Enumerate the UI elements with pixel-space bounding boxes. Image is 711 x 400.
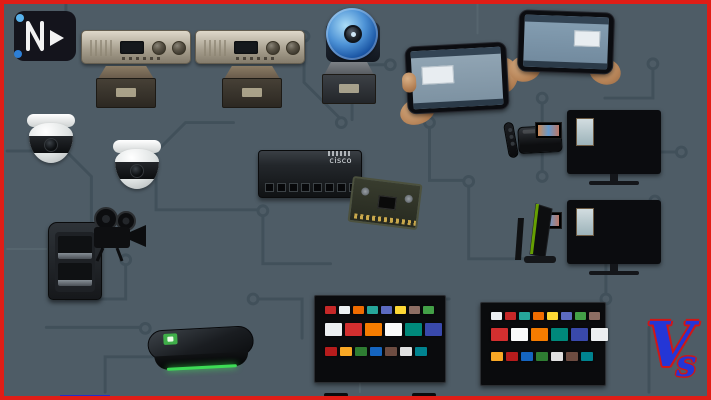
network-switch: cisco — [258, 150, 362, 198]
box-top — [324, 62, 374, 75]
router-logo-icon — [163, 333, 178, 345]
webcam-icon — [344, 25, 362, 43]
chip-icon — [377, 195, 397, 211]
tv-foot — [488, 396, 512, 400]
camera-lens-icon — [130, 164, 144, 178]
ethernet-ports — [265, 183, 358, 192]
vent-grille — [204, 40, 228, 56]
screen-window — [573, 30, 601, 48]
smart-tv-right — [480, 302, 608, 400]
tv-stand-neck — [610, 264, 618, 271]
knob-icon — [266, 41, 280, 55]
camera-dome — [29, 123, 73, 163]
border-accent — [60, 395, 110, 396]
smart-tv-left — [314, 295, 446, 396]
box-label — [242, 88, 262, 97]
hdmi-extender-2 — [222, 66, 282, 108]
hdmi-extender-3 — [322, 62, 376, 104]
wireless-router — [146, 317, 256, 382]
av-processor-1 — [81, 30, 191, 64]
film-camera — [86, 206, 150, 262]
play-logo-icon — [14, 11, 76, 61]
capacitor-icon — [360, 187, 370, 196]
switch-brand-label: cisco — [329, 156, 352, 165]
device-display — [120, 41, 144, 54]
switch-body — [258, 150, 362, 198]
drive-bay — [58, 263, 92, 286]
device-display — [234, 41, 258, 54]
remote-control-icon — [502, 121, 520, 159]
box-top — [98, 66, 154, 79]
tv-foot — [324, 393, 348, 396]
vs-logo-s: s — [676, 343, 697, 385]
circuit-board — [347, 175, 423, 231]
tablet-in-hands-1 — [396, 41, 521, 130]
drive-bay — [58, 236, 92, 259]
camera-dome — [115, 149, 159, 189]
shield-device-icon — [515, 203, 556, 263]
cisco-bridge-icon — [328, 151, 350, 156]
dome-camera-2 — [106, 140, 168, 198]
dome-camera-1 — [20, 114, 82, 172]
film-camera-icon — [94, 207, 146, 262]
tv-frame — [314, 295, 446, 383]
tv-frame — [480, 302, 608, 386]
vs-logo: V s — [646, 308, 707, 396]
tv-frame — [535, 110, 661, 174]
camera-lens-icon — [44, 138, 58, 152]
tv-stand-base — [589, 181, 639, 185]
screen-window — [421, 65, 455, 85]
nas-storage — [48, 222, 102, 300]
tv-foot — [412, 393, 436, 396]
tv-foot — [574, 396, 598, 400]
shield-streamer — [508, 202, 562, 268]
button-row — [122, 57, 162, 60]
button-row — [236, 57, 276, 60]
box-top — [224, 66, 280, 79]
wall-tv-1 — [535, 110, 661, 194]
box-label — [116, 88, 136, 97]
video-watermark-logo — [12, 9, 78, 63]
capacitor-icon — [404, 194, 414, 204]
av-processor-2 — [195, 30, 305, 64]
tv-frame — [535, 200, 661, 264]
box-label — [339, 84, 359, 93]
knob-icon — [152, 41, 166, 55]
thumb — [401, 72, 417, 93]
blu-ray-player — [320, 8, 386, 64]
vs-logo-v: V — [646, 308, 695, 381]
knob-icon — [286, 41, 300, 55]
vent-grille — [90, 40, 114, 56]
wall-tv-2 — [535, 200, 661, 284]
tablet-screen — [410, 46, 504, 110]
hdmi-extender-1 — [96, 66, 156, 108]
tablet-screen — [523, 14, 609, 70]
nas-front-panel — [55, 232, 95, 292]
tablet-in-hands-2 — [506, 9, 625, 89]
tv-stand-base — [589, 271, 639, 275]
tv-stand-neck — [610, 174, 618, 181]
knob-icon — [172, 41, 186, 55]
